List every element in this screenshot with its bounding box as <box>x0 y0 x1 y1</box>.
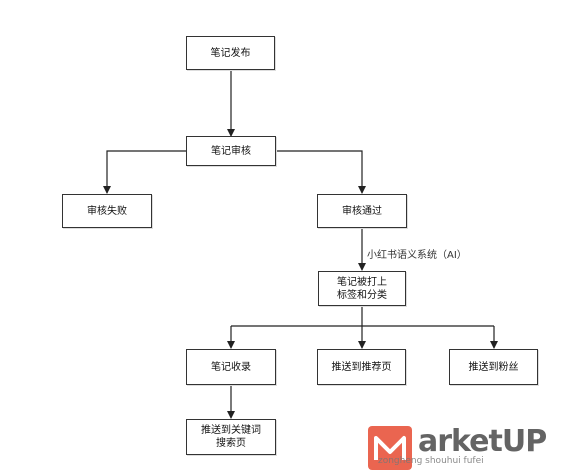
node-note-publish: 笔记发布 <box>186 36 275 70</box>
node-push-recommend: 推送到推荐页 <box>317 349 406 385</box>
watermark-sub: zongheng shouhui fufei <box>378 456 484 466</box>
node-review-fail: 审核失败 <box>62 194 152 228</box>
edge-review-to-fail <box>103 150 186 194</box>
watermark-brand: arketUP <box>418 424 547 459</box>
node-review-pass: 审核通过 <box>317 194 407 228</box>
node-tagged: 笔记被打上 标签和分类 <box>318 271 406 306</box>
edge-review-to-pass <box>276 150 366 194</box>
node-push-search: 推送到关键词 搜索页 <box>186 419 276 455</box>
edge-label-semantic-system: 小红书语义系统（AI） <box>367 250 467 261</box>
node-indexed: 笔记收录 <box>186 349 276 385</box>
node-note-review: 笔记审核 <box>186 136 276 166</box>
watermark: arketUP zongheng shouhui fufei <box>364 422 565 473</box>
marketup-logo-icon <box>368 426 412 470</box>
node-push-fans: 推送到粉丝 <box>449 349 538 385</box>
